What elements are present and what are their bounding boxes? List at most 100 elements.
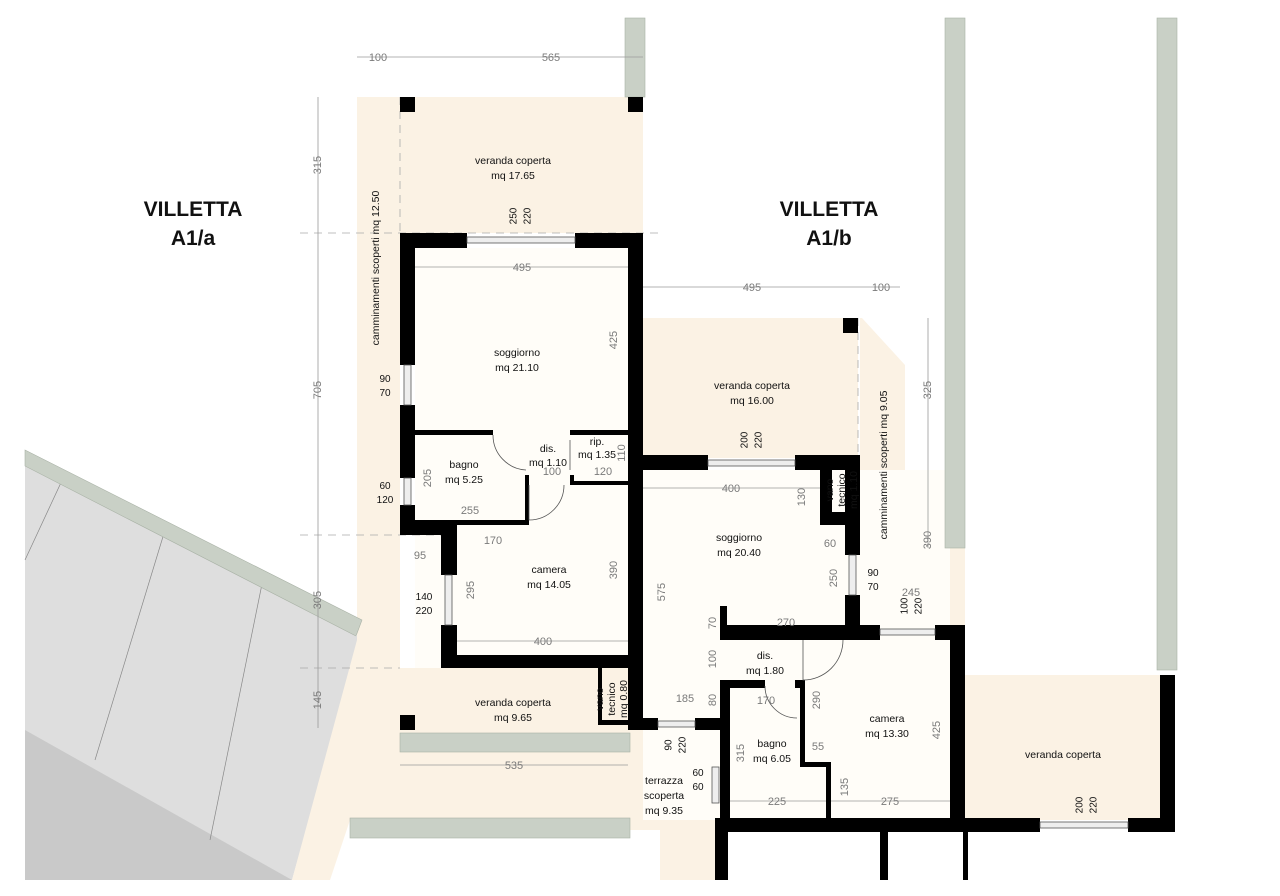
dimension-label: 100 [369,52,387,64]
dimension-label: 315 [735,744,747,762]
room-label: mq 20.40 [717,547,761,559]
opening-size-label: 220 [754,431,765,448]
opening-size-label: 60 [692,782,704,793]
room-label: tecnico [606,682,618,715]
dimension-label: 575 [656,583,668,601]
opening-size-label: 200 [740,431,751,448]
opening-size-label: 70 [379,388,391,399]
dimension-label: 250 [828,569,840,587]
opening-size-label: 200 [1075,796,1086,813]
walls [400,97,1175,880]
villa-title: VILLETTA [144,198,243,221]
dimension-label: 290 [811,691,823,709]
labels: VILLETTA A1/a VILLETTA A1/b veranda coperta m… [144,52,1101,817]
room-label: mq 1.80 [746,665,784,677]
dimension-label: 565 [542,52,560,64]
room-label: mq 9.65 [494,712,532,724]
room-label: soggiorno [716,532,762,544]
opening-size-label: 90 [664,739,675,751]
doors [492,434,844,719]
room-label: bagno [449,459,478,471]
dimension-label: 120 [594,466,612,478]
dimension-label: 185 [676,693,694,705]
room-label: camminamenti scoperti mq 12.50 [370,191,382,346]
room-label: soggiorno [494,347,540,359]
room-label: mq 0.80 [618,680,630,718]
dimension-label: 270 [777,617,795,629]
opening-size-label: 220 [678,736,689,753]
dimension-label: 400 [534,636,552,648]
opening-size-label: 90 [867,568,879,579]
room-label: mq 1.10 [529,457,567,469]
opening-size-label: 100 [900,597,911,614]
opening-size-label: 250 [509,207,520,224]
opening-size-label: 220 [914,597,925,614]
dimension-label: 55 [812,741,824,753]
dimension-label: 100 [707,650,719,668]
hedges [24,17,1178,839]
room-label: dis. [757,650,773,662]
dimension-label: 275 [881,796,899,808]
dimension-label: 170 [757,695,775,707]
room-label: veranda coperta [714,380,790,392]
dimension-label: 110 [616,444,628,462]
dimension-label: 400 [722,483,740,495]
dimension-label: 390 [922,531,934,549]
opening-size-label: 220 [523,207,534,224]
room-label: mq 21.10 [495,362,539,374]
dimension-label: 225 [768,796,786,808]
dimension-label: 95 [414,550,426,562]
dimension-label: 495 [513,262,531,274]
room-label: veranda coperta [475,697,551,709]
opening-size-label: 60 [379,481,391,492]
room-label: veranda coperta [475,155,551,167]
opening-size-label: 70 [867,582,879,593]
dimension-label: 145 [312,691,324,709]
dimension-label: 295 [465,581,477,599]
room-label: veranda coperta [1025,749,1101,761]
room-label: bagno [757,738,786,750]
room-label: tecnico [836,473,848,506]
villa-title: A1/a [171,227,216,250]
room-label: mq 17.65 [491,170,535,182]
dimension-label: 205 [422,469,434,487]
dimension-label: 705 [312,381,324,399]
dimension-label: 325 [922,381,934,399]
room-label: mq 5.25 [445,474,483,486]
dimension-label: 130 [796,488,808,506]
room-label: camera [869,713,904,725]
dimension-label: 495 [743,282,761,294]
dimension-label: 60 [824,538,836,550]
room-label: vano [594,687,606,710]
dimension-label: 315 [312,156,324,174]
villa-title: A1/b [806,227,852,250]
dimension-label: 390 [608,561,620,579]
room-label: mq 13.30 [865,728,909,740]
opening-size-label: 60 [692,768,704,779]
room-label: mq 14.05 [527,579,571,591]
dimension-label: 425 [608,331,620,349]
dimension-label: 245 [902,587,920,599]
dimension-label: 70 [707,617,719,629]
room-label: dis. [540,443,556,455]
room-label: mq 16.00 [730,395,774,407]
dimension-label: 255 [461,505,479,517]
dimension-label: 535 [505,760,523,772]
dimension-label: 425 [931,721,943,739]
room-label: mq 1.35 [578,449,616,461]
room-label: terrazza [645,775,683,787]
neighbor-lot [24,452,360,880]
room-label: scoperta [644,790,684,802]
room-label: rip. [590,436,605,448]
room-label: mq 9.35 [645,805,683,817]
opening-size-label: 120 [377,495,394,506]
room-label: vano [824,478,836,501]
opening-size-label: 140 [416,592,433,603]
windows [403,236,1129,829]
dimension-label: 135 [839,778,851,796]
opening-size-label: 220 [1089,796,1100,813]
dimension-label: 100 [872,282,890,294]
room-label: mq 1.10 [848,471,860,509]
villa-title: VILLETTA [780,198,879,221]
